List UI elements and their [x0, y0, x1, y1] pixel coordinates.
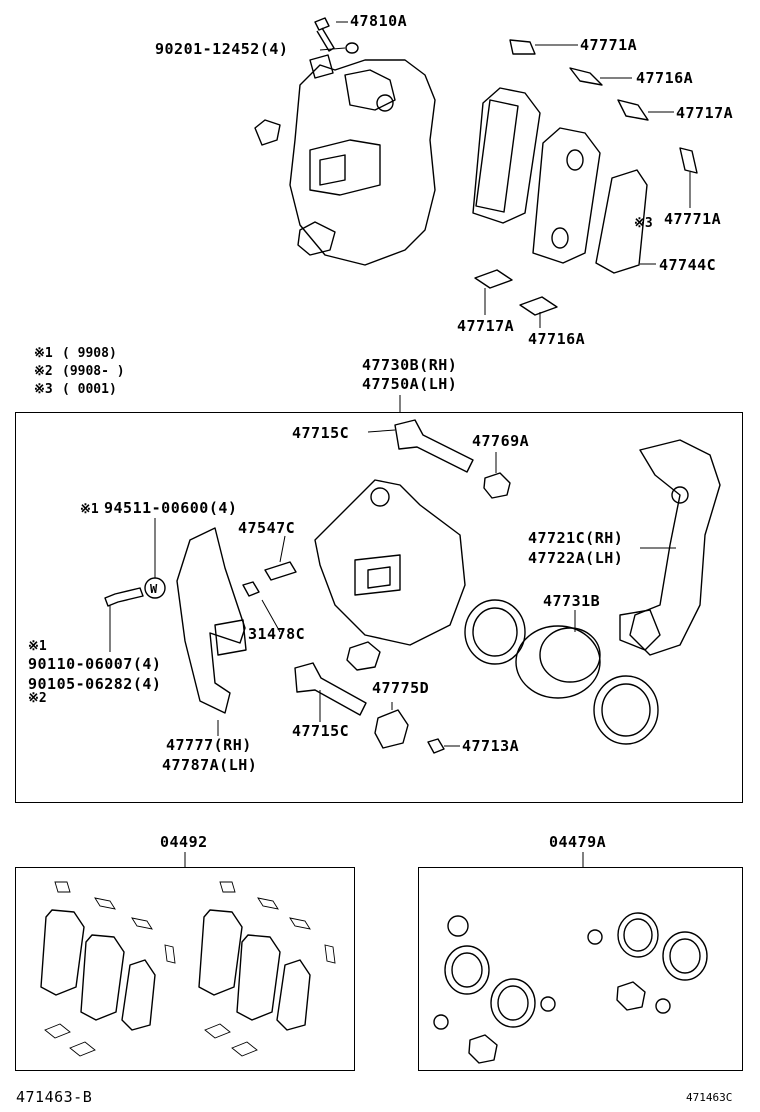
note-text-3: ( 0001) — [62, 382, 117, 397]
footer-code-left: 471463-B — [16, 1088, 93, 1106]
caliper-assembly-top — [254, 17, 436, 266]
label-anti-squeal-47744c: 47744C — [659, 256, 717, 274]
note-mark-3: ※3 — [34, 382, 53, 397]
label-bolt-90105: 90105-06282(4) — [28, 675, 162, 693]
w-mark: W — [150, 582, 158, 596]
label-boot-47769a: 47769A — [472, 432, 530, 450]
label-plug-47547c: 47547C — [238, 519, 296, 537]
pad-kit-parts — [40, 852, 336, 1057]
brake-pads-top — [472, 39, 698, 328]
label-boot-47775d: 47775D — [372, 679, 430, 697]
label-bush-47713a: 47713A — [462, 737, 520, 755]
label-note-2: ※2 — [28, 691, 47, 706]
note-text-2: (9908- ) — [62, 364, 125, 379]
label-clip-47771a: 47771A — [580, 36, 638, 54]
label-screw-94511: 94511-00600(4) — [104, 499, 238, 517]
note-text-1: ( 9908) — [62, 346, 117, 361]
label-clip-47771a-2: 47771A — [664, 210, 722, 228]
label-shield-rh: 47777(RH) — [166, 736, 252, 754]
footer-code-right: 471463C — [686, 1091, 733, 1104]
label-shield-lh: 47787A(LH) — [162, 756, 258, 774]
note-mark-1: ※1 — [34, 346, 53, 361]
label-shim-47716a: 47716A — [636, 69, 694, 87]
label-bolt-47810a: 47810A — [350, 12, 408, 30]
label-piston-47731b: 47731B — [543, 592, 601, 610]
label-slide-pin-47715c-2: 47715C — [292, 722, 350, 740]
label-shim-47717a: 47717A — [676, 104, 734, 122]
label-note-1-a: ※1 — [80, 502, 99, 517]
label-note-1-b: ※1 — [28, 639, 47, 654]
label-cap-31478c: 31478C — [248, 625, 306, 643]
main-caliper-exploded — [104, 395, 721, 754]
label-shim-47717a-2: 47717A — [457, 317, 515, 335]
label-pad-kit-04492: 04492 — [160, 833, 208, 851]
pad-kit-box — [15, 867, 355, 1071]
cylinder-kit-parts — [433, 852, 708, 1064]
label-shim-47716a-2: 47716A — [528, 330, 586, 348]
caliper-assembly-box — [15, 412, 743, 803]
label-slide-pin-47715c: 47715C — [292, 424, 350, 442]
label-washer-90201: 90201-12452(4) — [155, 40, 289, 58]
label-cylinder-kit-04479a: 04479A — [549, 833, 607, 851]
label-torque-plate-rh: 47721C(RH) — [528, 529, 624, 547]
label-assembly-lh: 47750A(LH) — [362, 375, 458, 393]
cylinder-kit-box — [418, 867, 743, 1071]
label-bolt-90110: 90110-06007(4) — [28, 655, 162, 673]
label-torque-plate-lh: 47722A(LH) — [528, 549, 624, 567]
label-note-3: ※3 — [634, 216, 653, 231]
note-mark-2: ※2 — [34, 364, 53, 379]
label-assembly-rh: 47730B(RH) — [362, 356, 458, 374]
